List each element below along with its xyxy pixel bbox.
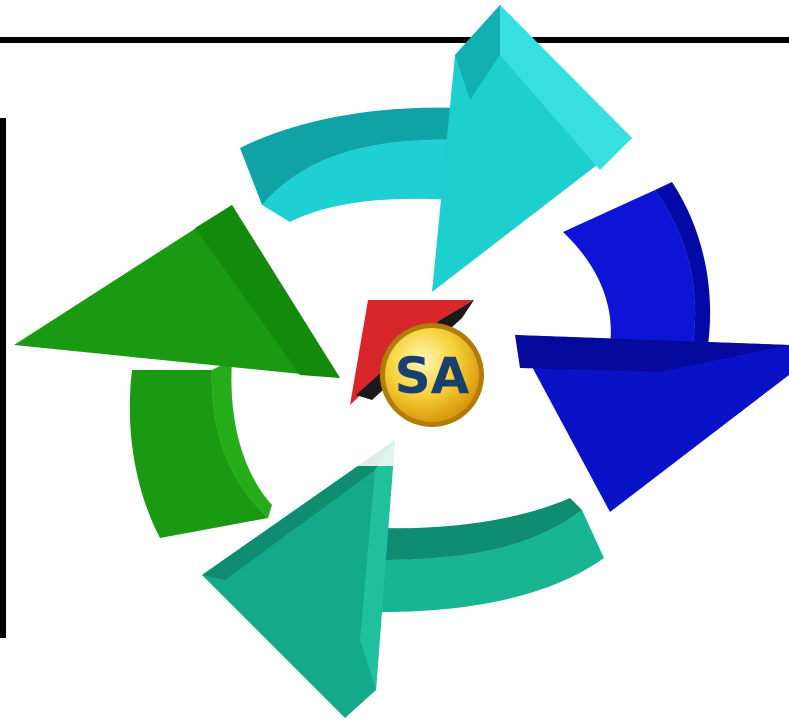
green-arrow xyxy=(14,205,340,538)
teal-arrow xyxy=(202,440,604,718)
cyan-arrow xyxy=(240,5,632,292)
logo-red-band xyxy=(350,300,474,405)
logo-text: SA xyxy=(395,347,470,405)
top-rule xyxy=(0,37,789,43)
logo-badge xyxy=(385,328,479,422)
sa-logo: SA xyxy=(342,296,512,466)
blue-arrow xyxy=(515,182,789,512)
left-rule xyxy=(0,118,6,638)
